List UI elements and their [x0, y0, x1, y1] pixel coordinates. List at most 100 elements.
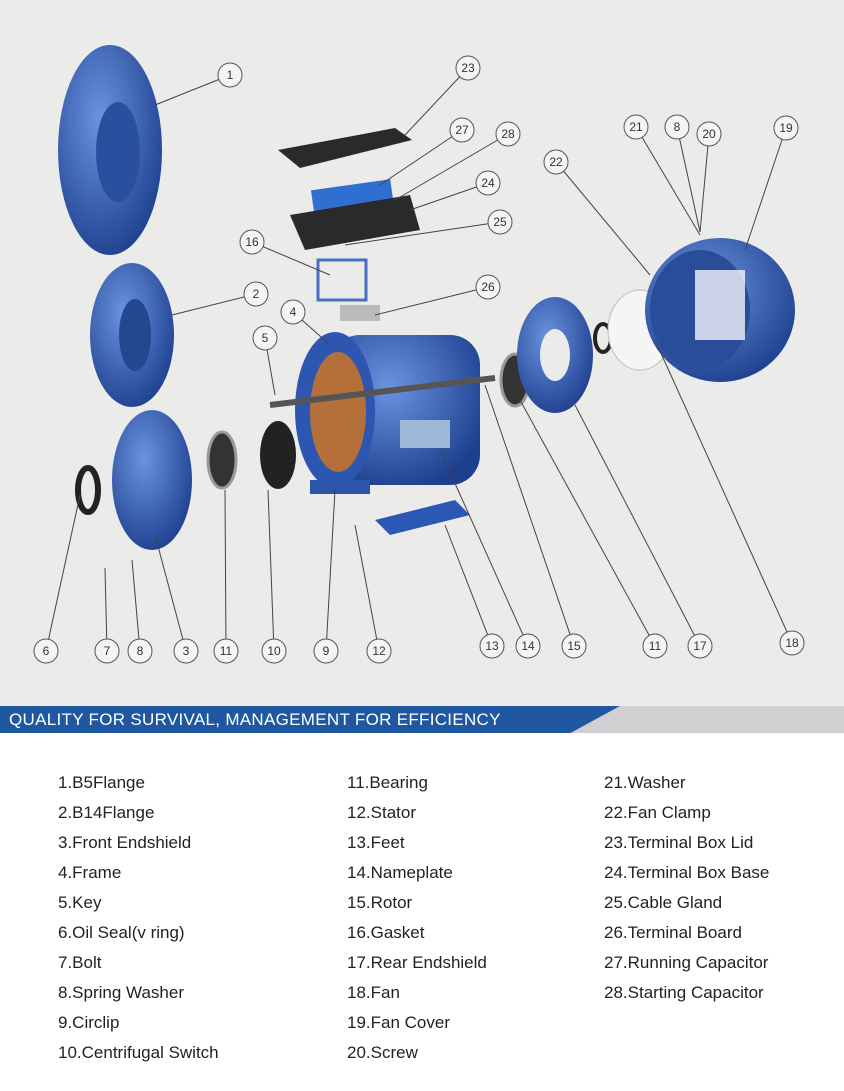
callout-marker: 12: [366, 638, 392, 664]
parts-list-item: 12.Stator: [347, 803, 416, 822]
leader-line: [131, 559, 141, 652]
callout-number: 3: [183, 644, 190, 658]
parts-list-item: 7.Bolt: [58, 953, 102, 972]
leader-line: [154, 534, 187, 652]
leader-line: [484, 384, 575, 647]
callout-circle: [94, 638, 120, 664]
leader-line: [744, 127, 787, 251]
callout-marker: 27: [449, 117, 475, 143]
leader-line: [171, 293, 257, 316]
banner-text: QUALITY FOR SURVIVAL, MANAGEMENT FOR EFF…: [9, 710, 501, 729]
leader-line: [251, 241, 331, 276]
leader-line: [224, 489, 227, 652]
callout-circle: [366, 638, 392, 664]
callout-number: 15: [567, 639, 581, 653]
bearing-front: [206, 430, 238, 490]
parts-list-item: 10.Centrifugal Switch: [58, 1043, 219, 1062]
callout-marker: 23: [455, 55, 481, 81]
b5-flange: [58, 45, 162, 255]
parts-list-item: 26.Terminal Board: [604, 923, 742, 942]
callout-number: 13: [485, 639, 499, 653]
callout-marker: 15: [561, 633, 587, 659]
leader-line: [344, 221, 501, 246]
leader-line: [404, 67, 469, 136]
leader-line: [555, 161, 651, 276]
callout-circle: [696, 121, 722, 147]
leader-line: [635, 126, 701, 236]
callout-number: 7: [104, 644, 111, 658]
parts-list-item: 4.Frame: [58, 863, 122, 882]
callout-number: 21: [629, 120, 643, 134]
leader-line: [104, 567, 108, 652]
callout-number: 17: [693, 639, 707, 653]
callout-circle: [779, 630, 805, 656]
callout-number: 19: [779, 121, 793, 135]
leader-line: [439, 449, 529, 647]
stator: [310, 352, 366, 472]
parts-list-item: 16.Gasket: [347, 923, 425, 942]
callout-circle: [623, 114, 649, 140]
terminal-box-base: [290, 195, 420, 250]
leader-line: [409, 182, 489, 211]
parts-list-item: 1.B5Flange: [58, 773, 145, 792]
leader-line: [354, 524, 380, 652]
gasket: [316, 258, 368, 302]
callout-circle: [561, 633, 587, 659]
callout-marker: 13: [479, 633, 505, 659]
parts-list-item: 18.Fan: [347, 983, 400, 1002]
callout-marker: 6: [33, 638, 59, 664]
callout-number: 8: [137, 644, 144, 658]
centrifugal-switch: [260, 421, 296, 489]
parts-list-item: 5.Key: [58, 893, 102, 912]
callout-circle: [455, 55, 481, 81]
callout-circle: [239, 229, 265, 255]
callout-circle: [280, 299, 306, 325]
oil-seal: [75, 465, 101, 515]
parts-list-item: 25.Cable Gland: [604, 893, 723, 912]
callout-marker: 1: [217, 62, 243, 88]
callout-marker: 2: [243, 281, 269, 307]
callout-number: 10: [267, 644, 281, 658]
callout-marker: 3: [173, 638, 199, 664]
callout-number: 25: [493, 215, 507, 229]
parts-list-item: 28.Starting Capacitor: [604, 983, 764, 1002]
leader-line: [654, 339, 793, 644]
leader-line: [154, 74, 231, 106]
callout-number: 26: [481, 280, 495, 294]
callout-number: 16: [245, 235, 259, 249]
parts-list-item: 17.Rear Endshield: [347, 953, 487, 972]
callout-number: 18: [785, 636, 799, 650]
leader-line: [394, 133, 509, 201]
callout-number: 14: [521, 639, 535, 653]
callout-number: 9: [323, 644, 330, 658]
motor-frame: [269, 332, 496, 494]
callout-circle: [243, 281, 269, 307]
callout-number: 5: [262, 331, 269, 345]
callout-marker: 5: [252, 325, 278, 351]
leader-line: [676, 126, 701, 233]
callout-number: 11: [220, 644, 233, 658]
callout-number: 28: [501, 127, 515, 141]
callout-number: 2: [253, 287, 260, 301]
callout-marker: 14: [515, 633, 541, 659]
leader-line: [379, 129, 463, 186]
parts-list-item: 15.Rotor: [347, 893, 413, 912]
callout-circle: [487, 209, 513, 235]
callout-number: 24: [481, 176, 495, 190]
callout-marker: 9: [313, 638, 339, 664]
front-endshield: [75, 410, 192, 550]
parts-list-item: 21.Washer: [604, 773, 686, 792]
callout-number: 22: [549, 155, 563, 169]
b14-flange: [90, 263, 174, 407]
parts-list-item: 23.Terminal Box Lid: [604, 833, 754, 852]
terminal-box: [278, 128, 420, 321]
callout-circle: [217, 62, 243, 88]
callout-number: 27: [455, 123, 469, 137]
callout-circle: [495, 121, 521, 147]
parts-list-item: 19.Fan Cover: [347, 1013, 450, 1032]
callout-number: 23: [461, 61, 475, 75]
